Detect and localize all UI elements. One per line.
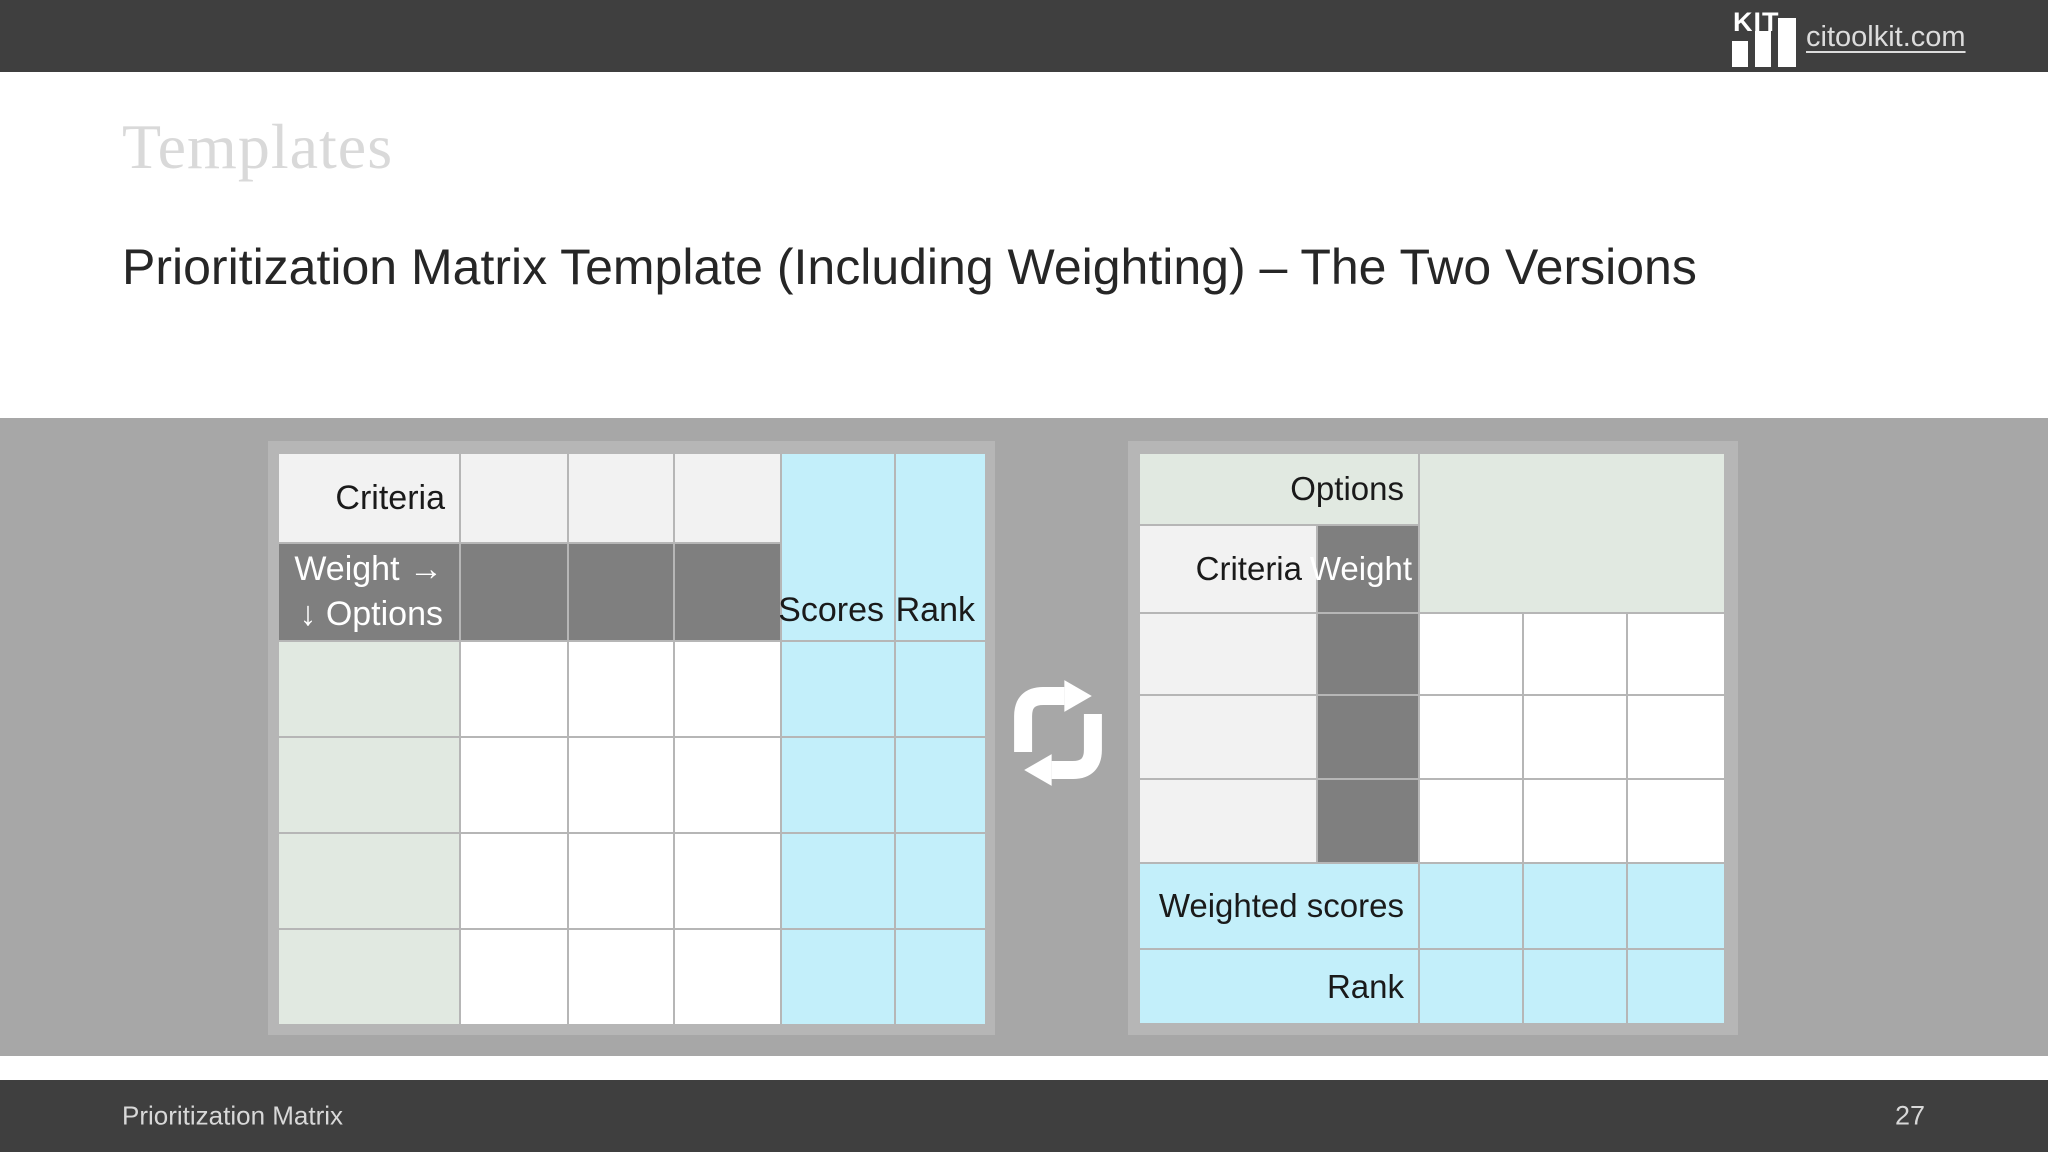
weighted-score-cell xyxy=(1420,864,1522,948)
total-score-cell xyxy=(782,834,894,928)
weight-entry-cell xyxy=(1318,614,1418,694)
score-entry-cell xyxy=(569,642,673,736)
score-entry-cell xyxy=(675,930,780,1024)
options-columns-cell xyxy=(1420,454,1724,612)
bar-chart-logo-icon: KIT xyxy=(1732,7,1796,67)
slide-title: Prioritization Matrix Template (Includin… xyxy=(122,239,1697,295)
score-entry-cell xyxy=(1628,614,1724,694)
score-entry-cell xyxy=(569,930,673,1024)
rank-cell xyxy=(896,834,985,928)
rank-header-cell: Rank xyxy=(1140,950,1418,1023)
score-entry-cell xyxy=(461,930,567,1024)
right-prioritization-table: Options Criteria Weight xyxy=(1140,454,1724,1023)
weight-row-cell xyxy=(569,544,673,640)
footer-title: Prioritization Matrix xyxy=(122,1100,344,1131)
score-entry-cell xyxy=(1420,780,1522,862)
total-score-cell xyxy=(782,738,894,832)
left-prioritization-table: Criteria Scores Rank Weight → ↓ Options xyxy=(279,454,985,1024)
section-title: Templates xyxy=(122,111,394,182)
weight-line: Weight → xyxy=(294,550,443,589)
criteria-header-cell: Criteria xyxy=(279,454,459,542)
criteria-column-cell xyxy=(675,454,780,542)
divider-strip xyxy=(0,1056,2048,1080)
option-label-cell xyxy=(279,738,459,832)
score-entry-cell xyxy=(1628,780,1724,862)
rank-cell xyxy=(896,930,985,1024)
total-score-cell xyxy=(782,642,894,736)
criterion-label-cell xyxy=(1140,780,1316,862)
score-entry-cell xyxy=(461,834,567,928)
rank-cell xyxy=(1524,950,1626,1023)
criteria-column-cell xyxy=(461,454,567,542)
score-entry-cell xyxy=(461,642,567,736)
criteria-column-cell xyxy=(569,454,673,542)
right-matrix-card: Options Criteria Weight xyxy=(1128,441,1738,1035)
rank-cell xyxy=(896,642,985,736)
score-entry-cell xyxy=(569,834,673,928)
score-entry-cell xyxy=(569,738,673,832)
page-number: 27 xyxy=(1894,1100,1925,1131)
rank-cell xyxy=(1420,950,1522,1023)
left-matrix-card: Criteria Scores Rank Weight → ↓ Options xyxy=(268,441,995,1035)
weight-row-cell xyxy=(461,544,567,640)
score-entry-cell xyxy=(1524,780,1626,862)
kit-logo: KIT xyxy=(1730,5,1800,72)
weight-entry-cell xyxy=(1318,780,1418,862)
sync-arrows-icon xyxy=(1005,678,1111,788)
score-entry-cell xyxy=(461,738,567,832)
option-label-cell xyxy=(279,930,459,1024)
down-arrow-icon: ↓ xyxy=(299,595,317,633)
top-bar: KIT citoolkit.com xyxy=(0,0,2048,72)
score-entry-cell xyxy=(1524,614,1626,694)
option-label-cell xyxy=(279,834,459,928)
criteria-header-cell: Criteria xyxy=(1140,526,1316,612)
option-label-cell xyxy=(279,642,459,736)
scores-header-cell: Scores xyxy=(778,454,894,640)
criterion-label-cell xyxy=(1140,614,1316,694)
score-entry-cell xyxy=(1420,614,1522,694)
weight-entry-cell xyxy=(1318,696,1418,778)
rank-header-cell: Rank xyxy=(896,454,985,640)
score-entry-cell xyxy=(675,738,780,832)
criterion-label-cell xyxy=(1140,696,1316,778)
weighted-score-cell xyxy=(1524,864,1626,948)
score-entry-cell xyxy=(1420,696,1522,778)
total-score-cell xyxy=(782,930,894,1024)
weight-row-cell xyxy=(675,544,780,640)
score-entry-cell xyxy=(675,834,780,928)
score-entry-cell xyxy=(1628,696,1724,778)
weighted-score-cell xyxy=(1628,864,1724,948)
right-arrow-icon: → xyxy=(409,550,443,589)
weight-options-header-cell: Weight → ↓ Options xyxy=(279,544,459,640)
options-line: ↓ Options xyxy=(299,595,443,633)
score-entry-cell xyxy=(1524,696,1626,778)
footer-bar: Prioritization Matrix 27 xyxy=(0,1080,2048,1152)
weighted-scores-header-cell: Weighted scores xyxy=(1140,864,1418,948)
website-link[interactable]: citoolkit.com xyxy=(1806,21,1966,53)
rank-cell xyxy=(1628,950,1724,1023)
content-band: Criteria Scores Rank Weight → ↓ Options xyxy=(0,418,2048,1056)
rank-cell xyxy=(896,738,985,832)
options-header-cell: Options xyxy=(1140,454,1418,524)
score-entry-cell xyxy=(675,642,780,736)
weight-header-cell: Weight xyxy=(1310,526,1418,612)
